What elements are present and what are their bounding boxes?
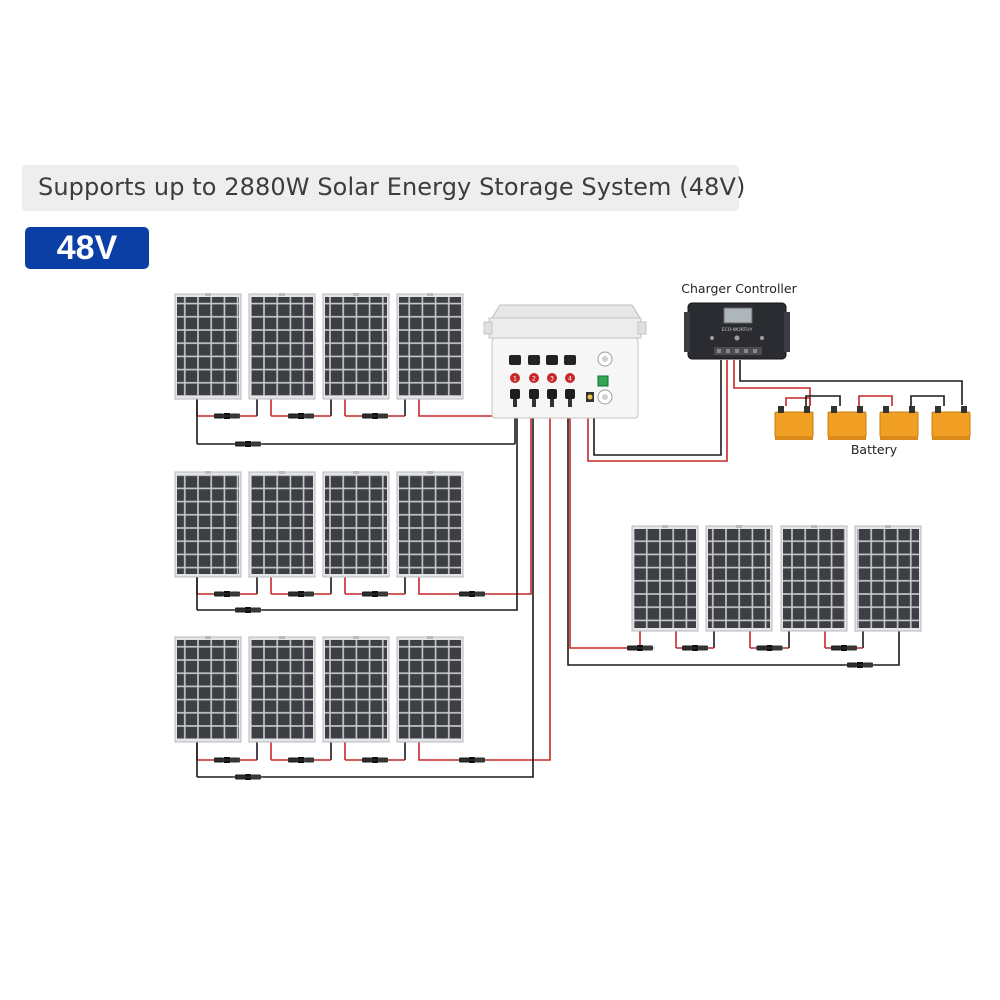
solar-panel [248,471,316,578]
mc4-connector [233,607,263,613]
mc4-connector [360,757,390,763]
solar-panel [322,471,390,578]
positive-wire [858,395,893,406]
charge-controller: ECO-WORTHY [684,302,790,360]
controller-brand: ECO-WORTHY [722,327,753,333]
solar-panel [396,636,464,743]
combiner-port-label: 4 [568,375,572,383]
positive-wire [587,360,728,462]
solar-panel [248,636,316,743]
battery-unit [774,406,814,440]
battery-unit [879,406,919,440]
combiner-input-port: 3 [546,355,558,407]
negative-wire [593,360,722,456]
combiner-box: 1 2 3 4 [483,304,647,419]
page-title: Supports up to 2880W Solar Energy Storag… [38,173,746,201]
mc4-connector [286,757,316,763]
mc4-connector [457,757,487,763]
combiner-port-label: 3 [550,375,554,383]
mc4-connector [625,645,655,651]
solar-panel [854,525,922,632]
negative-wire [910,395,945,406]
combiner-input-port: 4 [564,355,576,407]
mc4-connector [457,591,487,597]
solar-panel [396,293,464,400]
mc4-connector [233,774,263,780]
mc4-connectors [212,413,875,780]
mc4-connector [212,591,242,597]
negative-wire [570,631,900,666]
combiner-input-port: 1 [509,355,521,407]
battery-unit [931,406,971,440]
negative-wire [567,402,570,666]
solar-panel [174,636,242,743]
combiner-input-port: 2 [528,355,540,407]
mc4-connector [754,645,785,651]
solar-panel [174,293,242,400]
solar-panel [322,293,390,400]
solar-panel [396,471,464,578]
mc4-connector [845,662,875,668]
mc4-connector [360,413,390,419]
battery-label: Battery [851,442,898,457]
mc4-connector [233,441,263,447]
solar-panel [780,525,848,632]
voltage-badge: 48V [25,227,149,269]
solar-panels [174,293,922,743]
solar-panel [705,525,773,632]
title-bar: Supports up to 2880W Solar Energy Storag… [22,165,745,211]
mc4-connector [212,413,242,419]
combiner-port-label: 1 [513,375,517,383]
mc4-connector [360,591,390,597]
solar-panel [248,293,316,400]
mc4-connector [680,645,710,651]
mc4-connector [212,757,242,763]
negative-wire [805,395,841,406]
combiner-port-label: 2 [532,375,536,383]
positive-wire [569,400,641,649]
solar-panel [322,636,390,743]
charge-controller-label: Charger Controller [681,281,797,296]
mc4-connector [829,645,859,651]
battery-bank [774,406,971,440]
mc4-connector [286,591,316,597]
mc4-connector [286,413,316,419]
solar-panel [631,525,699,632]
battery-unit [827,406,867,440]
negative-wire [197,400,518,611]
solar-panel [174,471,242,578]
negative-wire [739,360,963,405]
positive-wire [785,397,811,406]
